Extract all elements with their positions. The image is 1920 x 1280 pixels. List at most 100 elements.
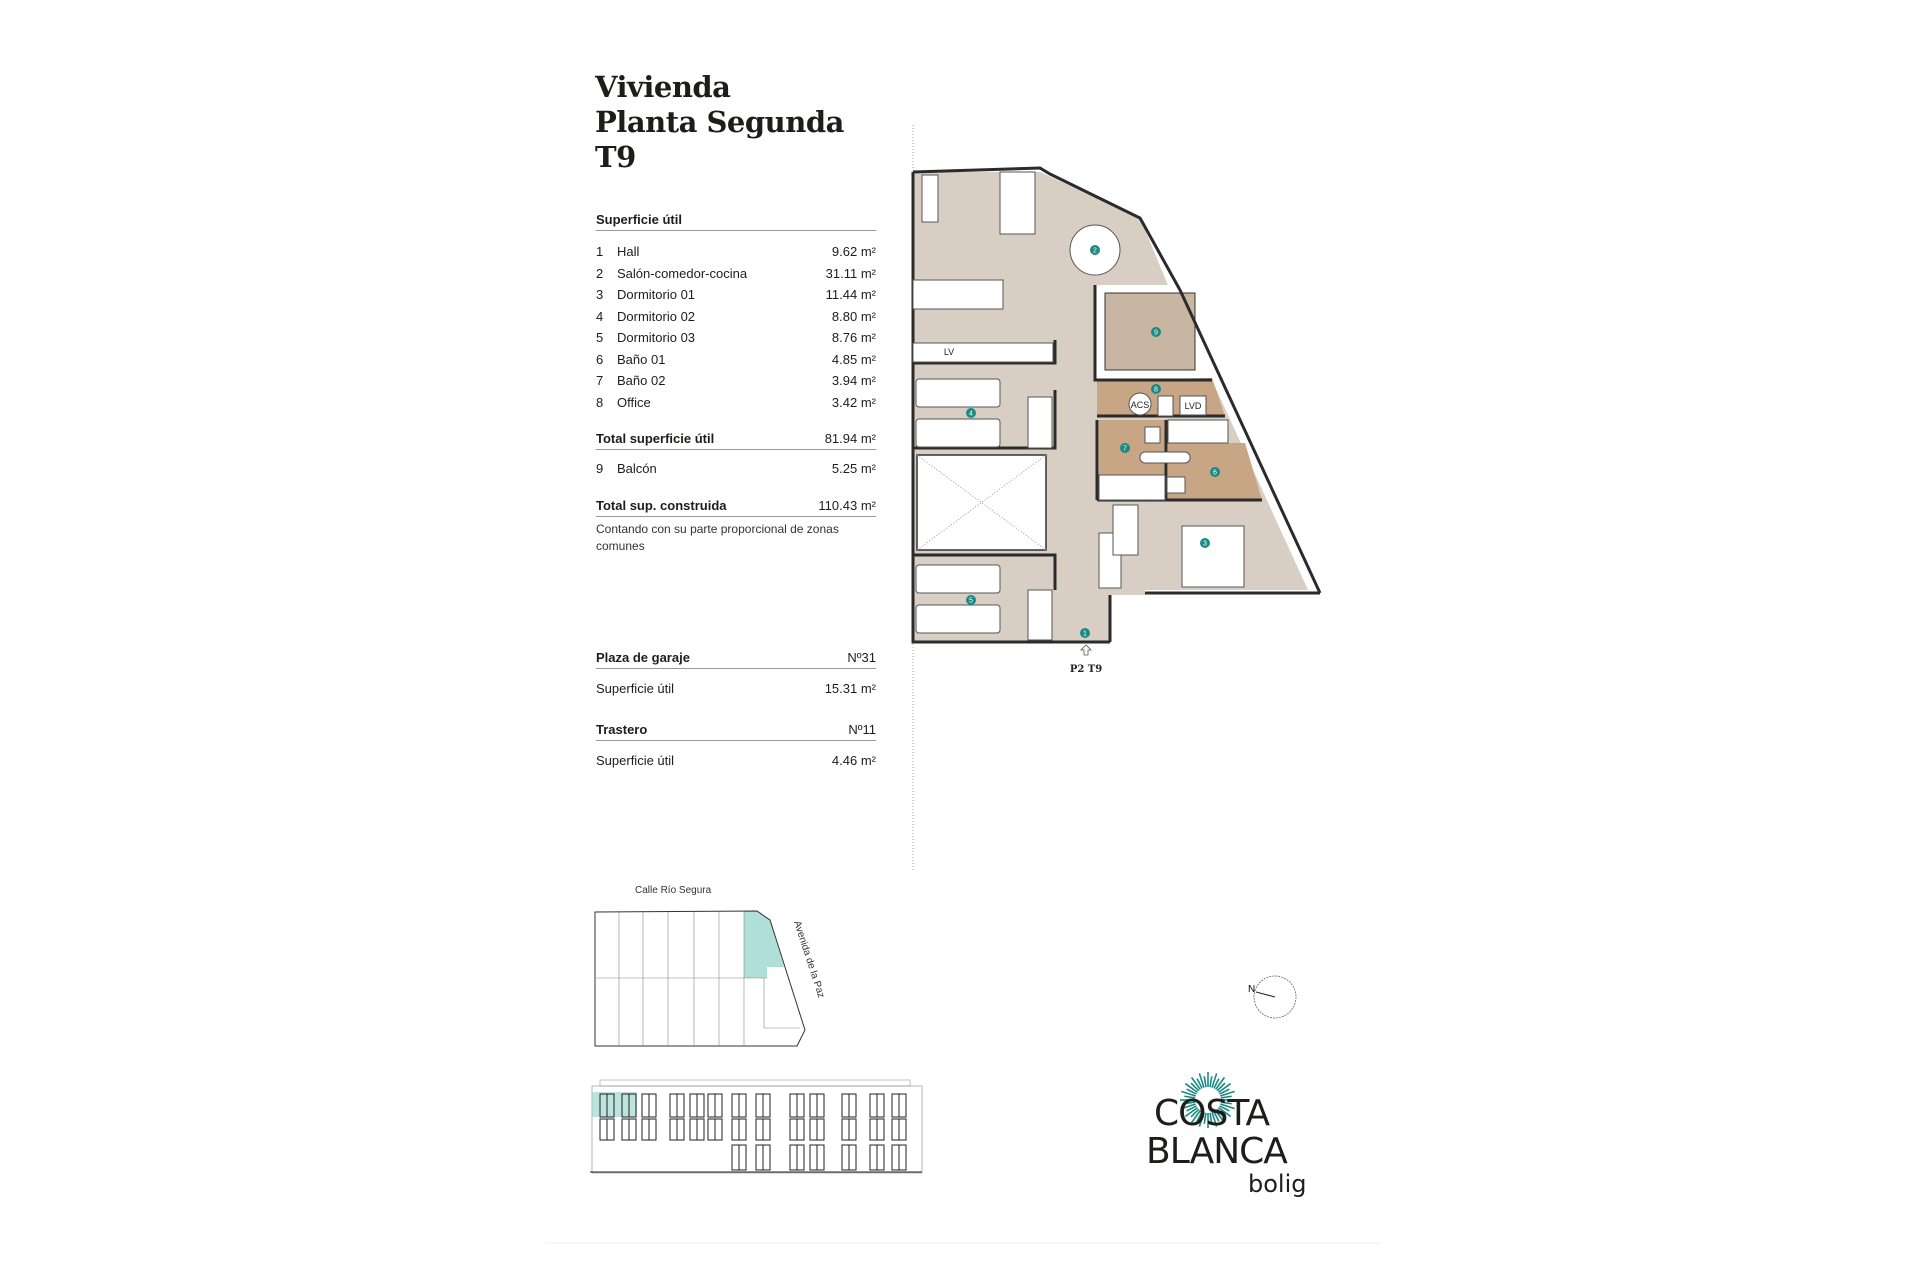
row-value: 15.31 m² [824, 681, 876, 697]
built-surface-label: Total sup. construida [596, 497, 727, 513]
toilet [1166, 476, 1186, 494]
row-number: 6 [596, 351, 604, 367]
street-side-label: Avenida de la Paz [791, 920, 826, 1000]
built-surface-note: Contando con su parte proporcional de zo… [596, 521, 839, 553]
room-marker-number: 9 [1154, 330, 1158, 337]
title-line-3: T9 [595, 140, 636, 174]
room-marker-number: 5 [969, 598, 973, 605]
double-bed [1181, 525, 1245, 588]
row-value: 8.76 m² [831, 330, 876, 346]
surface-heading-label: Superficie útil [596, 212, 682, 227]
row-label: Baño 01 [617, 351, 666, 367]
garage-surface-row: Superficie útil 15.31 m² [596, 678, 876, 700]
logo-line-2: BLANCA [1146, 1131, 1288, 1172]
street-top-label: Calle Río Segura [635, 885, 712, 896]
walls [911, 166, 1322, 644]
room-marker [966, 408, 976, 418]
row-label: Office [617, 394, 651, 410]
title-line-2: Planta Segunda [595, 105, 844, 139]
lv-label: LV [944, 347, 954, 357]
title-line-1: Vivienda [595, 70, 731, 104]
sun-icon [1180, 1072, 1236, 1128]
shower [1098, 474, 1166, 501]
bed [915, 604, 1001, 634]
room-marker [1200, 538, 1210, 548]
row-label: Superficie útil [596, 753, 675, 769]
row-value: 3.42 m² [831, 394, 876, 410]
row-number: 4 [596, 308, 604, 324]
washbasin [1139, 451, 1191, 464]
row-label: Baño 02 [617, 373, 666, 389]
wardrobe [1027, 396, 1053, 449]
row-label: Salón-comedor-cocina [617, 265, 748, 281]
room-marker-number: 2 [1093, 248, 1097, 255]
room-marker-number: 4 [969, 411, 973, 418]
row-number: 7 [596, 373, 604, 389]
total-surface-label: Total superficie útil [596, 431, 715, 446]
sideboard [921, 174, 939, 223]
balcony-row: 9 Balcón 5.25 m² [596, 458, 876, 480]
logo-line-1: COSTA [1154, 1093, 1270, 1134]
bed [915, 564, 1001, 594]
furniture [912, 171, 1245, 641]
row-value: 8.80 m² [831, 308, 876, 324]
kitchen-counter [912, 342, 1054, 363]
entry-closet [1112, 504, 1139, 556]
row-number: 5 [596, 330, 604, 346]
garage-number: Nº31 [847, 650, 876, 665]
row-value: 5.25 m² [831, 461, 876, 477]
unit-highlight [744, 911, 784, 978]
row-number: 3 [596, 287, 604, 303]
row-number: 1 [596, 244, 604, 260]
block-outline [594, 910, 806, 1047]
surface-table: Superficie útil 1 Hall 9.62 m² 2 Salón-comed… [596, 212, 876, 555]
row-value: 9.62 m² [831, 244, 876, 260]
room-marker [1151, 327, 1161, 337]
brand-logo: COSTA BLANCA bolig [1140, 1070, 1340, 1210]
bed [915, 418, 1001, 448]
room-marker [1210, 467, 1220, 477]
row-label: Balcón [617, 461, 657, 477]
room-marker-number: 8 [1154, 387, 1158, 394]
room-marker-number: 1 [1083, 631, 1087, 638]
surface-row: 8 Office 3.42 m² [596, 392, 876, 414]
row-value: 4.46 m² [831, 753, 876, 769]
total-surface-value: 81.94 m² [824, 431, 876, 446]
kitchen-island [912, 279, 1004, 310]
north-compass-icon: N [1248, 975, 1297, 1019]
row-number: 9 [596, 461, 604, 477]
building-elevation [590, 1079, 923, 1174]
logo-line-3: bolig [1248, 1170, 1307, 1198]
surface-row: 7 Baño 02 3.94 m² [596, 370, 876, 392]
room-marker [1120, 443, 1130, 453]
row-value: 3.94 m² [831, 373, 876, 389]
entrance-label: P2 T9 [1070, 664, 1102, 675]
room-marker [1080, 628, 1090, 638]
row-label: Superficie útil [596, 681, 675, 697]
room-marker-number: 7 [1123, 446, 1127, 453]
room-marker [1090, 245, 1100, 255]
row-number: 2 [596, 265, 604, 281]
lightwell [916, 454, 1047, 551]
plot-lines [595, 912, 800, 1046]
balcony-area [1104, 292, 1196, 371]
room-marker-number: 6 [1213, 470, 1217, 477]
storage-number: Nº11 [848, 722, 876, 737]
row-number: 8 [596, 394, 604, 410]
north-label: N [1248, 984, 1255, 995]
surface-heading: Superficie útil [596, 212, 876, 231]
surface-row: 1 Hall 9.62 m² [596, 241, 876, 263]
row-label: Hall [617, 244, 640, 260]
entrance-arrow-icon [1080, 644, 1092, 656]
sofa [999, 171, 1036, 235]
